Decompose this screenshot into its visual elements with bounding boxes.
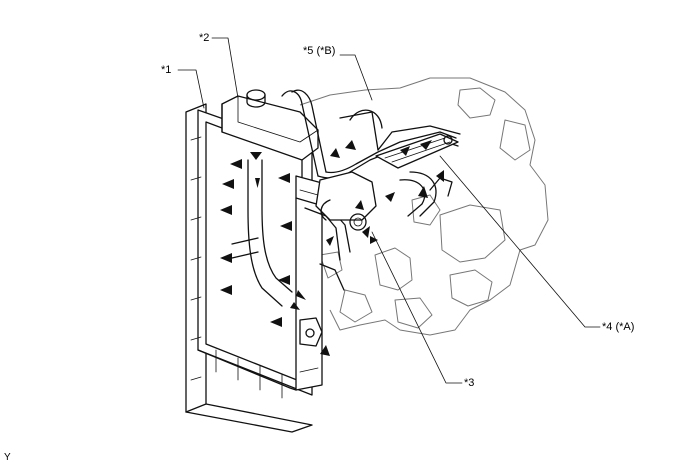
leader-lines — [177, 37, 601, 384]
callout-4: *4 (*A) — [602, 321, 635, 333]
leader-5 — [339, 54, 373, 101]
oil-cooler — [375, 133, 459, 169]
callout-1: *1 — [161, 64, 172, 76]
drain-cock — [299, 317, 323, 347]
leader-1 — [177, 69, 205, 109]
corner-mark: Y — [4, 452, 11, 463]
leader-4 — [439, 155, 601, 328]
reservoir-tank — [221, 89, 319, 161]
lower-hoses — [231, 159, 453, 307]
engine-block — [299, 77, 549, 336]
callout-5: *5 (*B) — [303, 45, 336, 57]
callout-3: *3 — [464, 377, 475, 389]
flow-arrows — [220, 140, 444, 356]
callout-2: *2 — [199, 32, 210, 44]
leader-3 — [371, 231, 463, 384]
leader-2 — [211, 37, 239, 99]
water-pump — [315, 171, 377, 231]
upper-hose — [281, 89, 461, 179]
